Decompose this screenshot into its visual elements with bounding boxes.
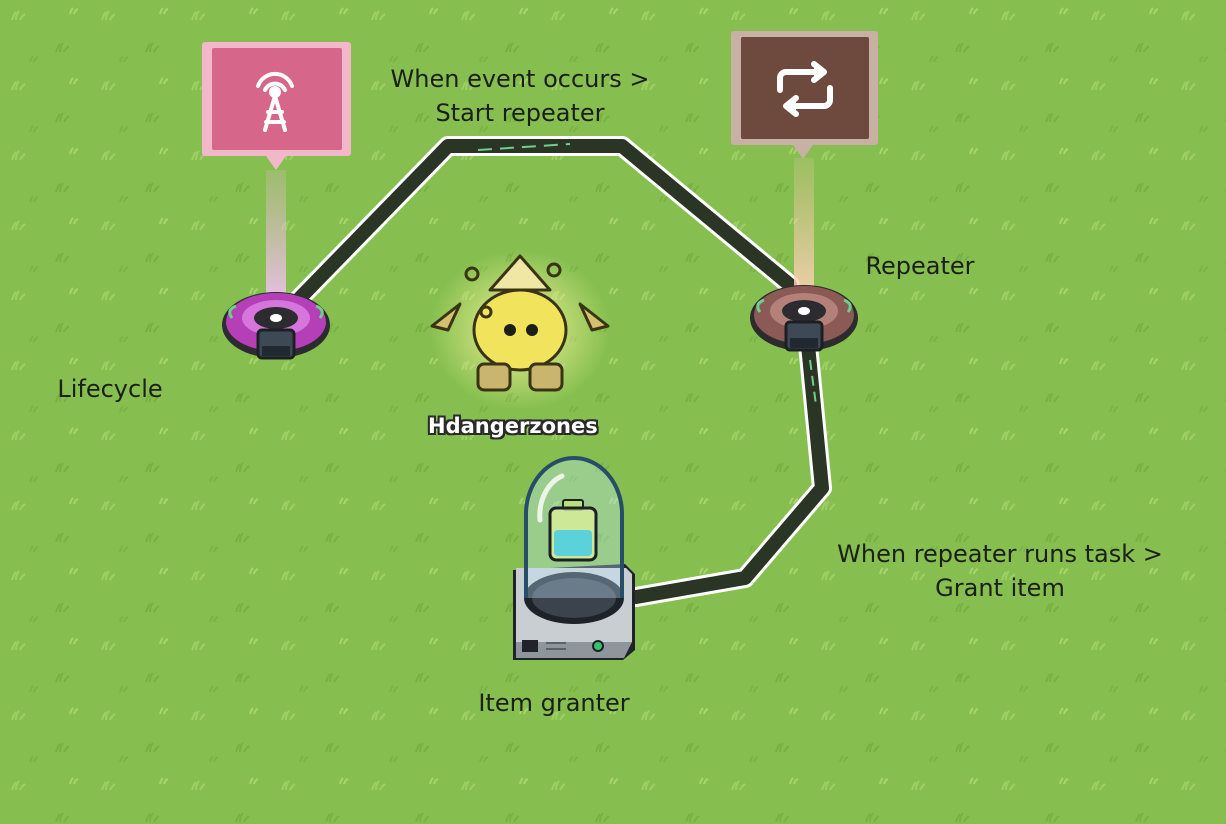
item-granter-device[interactable]	[513, 456, 635, 660]
connection-label-top-line2: Start repeater	[435, 99, 605, 127]
repeater-device[interactable]	[731, 31, 878, 352]
broadcast-tower-icon	[256, 71, 294, 132]
repeater-label: Repeater	[865, 252, 974, 280]
connection-label-right-line1: When repeater runs task >	[837, 540, 1163, 568]
wire-repeater-to-item-granter[interactable]	[626, 335, 832, 607]
repeater-pad	[750, 285, 858, 352]
lifecycle-pad	[222, 292, 330, 360]
battery-icon	[548, 499, 598, 562]
connection-label-top-line1: When event occurs >	[390, 65, 650, 93]
player-eye-right	[526, 324, 538, 336]
repeater-beam	[794, 158, 814, 308]
player-character[interactable]	[430, 250, 610, 410]
connection-label-right-line2: Grant item	[935, 574, 1065, 602]
player-eye-left	[504, 324, 516, 336]
connection-label-top: When event occurs > Start repeater	[352, 62, 688, 130]
repeater-tag	[731, 31, 878, 159]
wire-lifecycle-to-repeater[interactable]	[288, 136, 800, 310]
player-name-tag: Hdangerzones	[428, 414, 598, 438]
item-granter-label: Item granter	[478, 689, 629, 717]
lifecycle-beam	[266, 170, 286, 320]
lifecycle-label: Lifecycle	[57, 375, 162, 403]
repeat-arrows-icon	[777, 61, 833, 117]
item-granter-base	[513, 564, 635, 660]
connection-label-right: When repeater runs task > Grant item	[800, 537, 1200, 605]
lifecycle-device[interactable]	[202, 42, 351, 360]
